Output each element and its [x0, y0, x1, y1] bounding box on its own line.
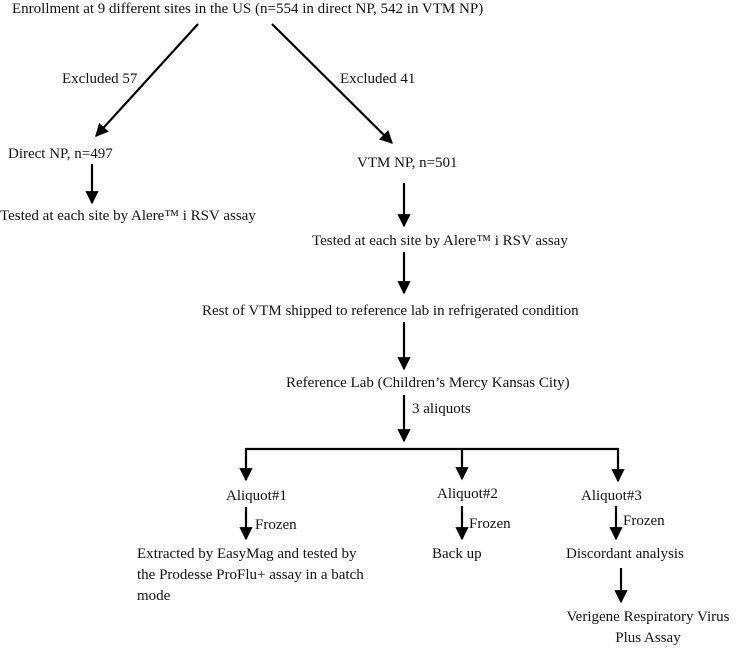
- direct-np-node: Direct NP, n=497: [8, 146, 113, 162]
- frozen3-label: Frozen: [623, 513, 665, 529]
- aliquot3-node: Aliquot#3: [581, 488, 642, 504]
- enrollment-node: Enrollment at 9 different sites in the U…: [12, 1, 484, 17]
- vtm-np-node: VTM NP, n=501: [357, 155, 458, 171]
- rest-vtm-node: Rest of VTM shipped to reference lab in …: [202, 303, 579, 319]
- extracted-node: Extracted by EasyMag and tested by the P…: [137, 546, 364, 604]
- arrow-to-vtm-np: [271, 23, 393, 144]
- frozen2-label: Frozen: [469, 516, 511, 532]
- aliquot2-node: Aliquot#2: [437, 486, 498, 502]
- frozen1-label: Frozen: [255, 517, 297, 533]
- arrow-to-direct-np: [95, 23, 199, 137]
- backup-node: Back up: [432, 546, 482, 562]
- tested-direct-node: Tested at each site by Alere™ i RSV assa…: [0, 208, 256, 224]
- excluded-left-label: Excluded 57: [62, 71, 138, 87]
- aliquot1-node: Aliquot#1: [226, 488, 287, 504]
- verigene-node: Verigene Respiratory Virus Plus Assay: [566, 609, 730, 646]
- tested-vtm-node: Tested at each site by Alere™ i RSV assa…: [312, 233, 568, 249]
- discordant-node: Discordant analysis: [566, 546, 684, 562]
- aliquots-label: 3 aliquots: [412, 401, 471, 417]
- reference-lab-node: Reference Lab (Children’s Mercy Kansas C…: [286, 375, 570, 391]
- excluded-right-label: Excluded 41: [340, 71, 416, 87]
